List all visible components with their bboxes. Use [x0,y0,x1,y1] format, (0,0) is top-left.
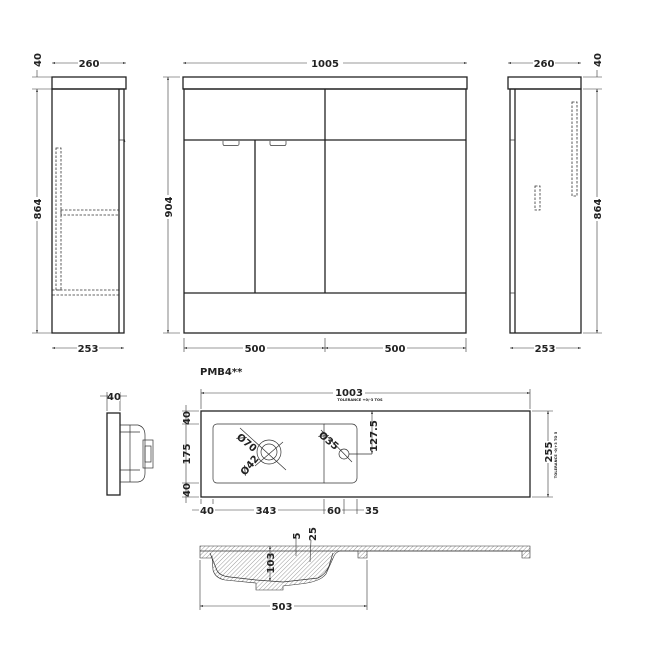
model-code: PMB4** [200,367,243,378]
dim-total-width: 1005 [311,59,339,70]
right-side-view: 260 253 864 40 [507,53,604,355]
dim-top-depth: 260 [79,59,100,70]
dim-body-height: 864 [593,199,604,220]
left-side-view: 260 253 864 40 [31,53,127,355]
label-waste-outer: Ø70 [234,431,259,455]
dim-tap-offset: 127.5 [369,420,380,452]
dim-total-height: 904 [164,197,175,218]
front-view: 1005 904 500 500 [162,56,468,355]
dim-margin-top: 40 [182,411,193,425]
width-tolerance: TOLERANCE +0/-3 TOS [337,398,383,402]
dim-bottom-3: 60 [327,506,341,517]
depth-tolerance: TOLERANCE -0/+3 TO 5 [554,431,558,478]
label-tap-hole: Ø35 [316,429,341,453]
dim-bowl-depth: 103 [266,553,277,574]
waste-outer [256,439,282,465]
dim-basin-depth: 255 [544,442,555,463]
dim-body-height: 864 [33,199,44,220]
dim-bowl-depth: 175 [182,444,193,465]
basin-side-view: 40 [100,390,154,496]
dim-section-width: 503 [272,602,293,613]
dim-right-half: 500 [385,344,406,355]
door-handle [222,141,240,146]
door-handle [269,141,287,146]
dim-bottom-2: 343 [256,506,277,517]
dim-basin-thickness: 40 [107,392,121,403]
dim-top-depth: 260 [534,59,555,70]
waste-inner [260,443,278,461]
dim-left-half: 500 [245,344,266,355]
dim-rim: 5 [292,532,303,539]
dim-bottom-1: 40 [200,506,214,517]
dim-lip: 25 [308,527,319,541]
basin-plan-view: Ø70 Ø42 Ø35 127.5 1003 TOLERANCE +0/-3 T… [182,386,558,517]
dim-basin-width: 1003 [335,388,363,399]
basin-section-view: 103 5 25 503 [199,527,531,613]
dim-body-depth: 253 [535,344,556,355]
dim-bottom-4: 35 [365,506,379,517]
dim-body-depth: 253 [78,344,99,355]
dim-top-thickness: 40 [33,53,44,67]
dim-margin-bottom: 40 [182,483,193,497]
dim-top-thickness: 40 [593,53,604,67]
